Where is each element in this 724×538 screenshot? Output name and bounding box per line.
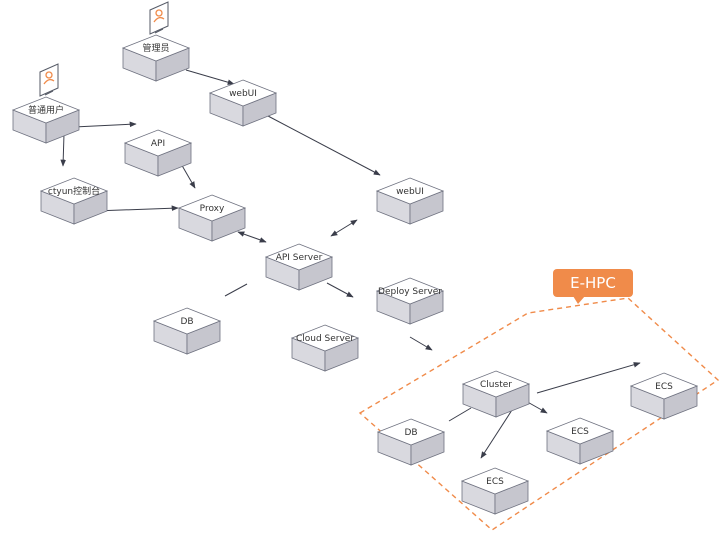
node-label: webUI <box>229 89 257 99</box>
edge-proxy-apiserver <box>237 231 267 243</box>
node-label: ctyun控制台 <box>48 185 100 197</box>
node-webui-right: webUI <box>375 177 445 225</box>
node-label: DB <box>180 317 193 327</box>
node-api-server: API Server <box>264 243 334 291</box>
node-ecs-middle: ECS <box>545 417 615 465</box>
node-label: Proxy <box>200 204 225 214</box>
node-label: webUI <box>396 187 424 197</box>
edge-cluster-ecs-bottom <box>480 409 513 459</box>
ehpc-badge: E-HPC <box>553 269 633 304</box>
box-top-face <box>290 324 360 352</box>
node-api: API <box>123 129 193 177</box>
box-top-face <box>460 467 530 495</box>
edge-user-to-console <box>60 133 66 167</box>
edge-db-apiserver <box>224 283 248 297</box>
edge-console-to-proxy <box>93 205 179 212</box>
box-top-face <box>123 129 193 157</box>
box-top-face <box>376 418 446 446</box>
node-ecs-right: ECS <box>629 372 699 420</box>
node-proxy: Proxy <box>177 194 247 242</box>
node-webui-top: webUI <box>208 79 278 127</box>
node-ctyun-console: ctyun控制台 <box>39 177 109 225</box>
edge-apiserver-webui <box>330 219 358 237</box>
node-label: DB <box>404 428 417 438</box>
ehpc-label: E-HPC <box>570 274 616 292</box>
box-top-face <box>208 79 278 107</box>
node-label: Cluster <box>480 380 512 390</box>
node-deploy-server: Deploy Server <box>375 277 445 325</box>
node-label: Cloud Server <box>296 334 354 344</box>
node-db-cluster: DB <box>376 418 446 466</box>
node-label: ECS <box>655 382 673 392</box>
user-icon <box>39 63 59 97</box>
box-top-face <box>375 177 445 205</box>
node-label: ECS <box>486 477 504 487</box>
node-label: 普通用户 <box>28 104 64 116</box>
ehpc-region <box>358 297 720 531</box>
node-ecs-bottom: ECS <box>460 467 530 515</box>
node-label: API <box>151 139 165 149</box>
box-top-face <box>152 307 222 335</box>
box-top-face <box>264 243 334 271</box>
node-label: API Server <box>276 253 323 263</box>
box-top-face <box>177 194 247 222</box>
edge-user-to-api <box>73 121 137 128</box>
edge-admin-to-webui <box>185 69 235 85</box>
edges <box>60 69 641 459</box>
edge-apiserver-cloud <box>326 282 354 298</box>
node-db-left: DB <box>152 307 222 355</box>
node-cloud-server: Cloud Server <box>290 324 360 372</box>
box-top-face <box>461 370 531 398</box>
node-label: ECS <box>571 427 589 437</box>
box-top-face <box>39 177 109 205</box>
box-top-face <box>11 96 81 124</box>
edge-webui-to-webui <box>267 115 381 176</box>
node-normal-user: 普通用户 <box>11 63 81 144</box>
edge-cloud-to-cluster <box>409 336 433 351</box>
box-top-face <box>121 34 191 62</box>
box-top-face <box>545 417 615 445</box>
box-top-face <box>375 277 445 305</box>
edge-cluster-ecs-right <box>536 362 641 394</box>
edge-db-cluster <box>448 407 472 422</box>
node-label: 管理员 <box>142 42 169 54</box>
node-admin: 管理员 <box>121 1 191 82</box>
node-cluster: Cluster <box>461 370 531 418</box>
node-label: Deploy Server <box>378 287 442 297</box>
box-top-face <box>629 372 699 400</box>
admin-user-icon <box>149 1 169 35</box>
